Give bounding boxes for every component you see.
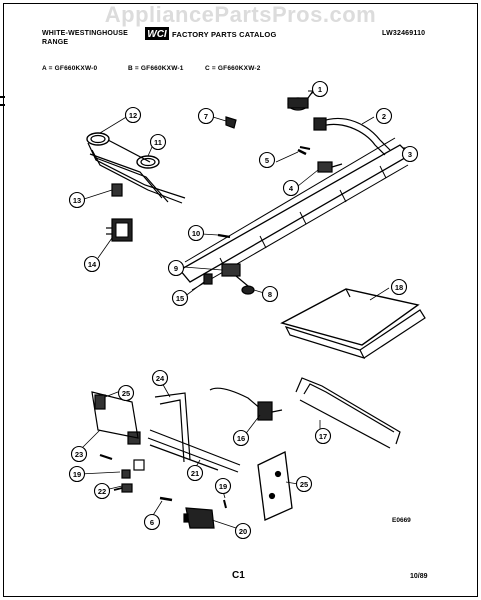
callout-circle [93,482,111,500]
callout-number: 5 [265,156,269,165]
callout-circle [311,80,329,98]
callout-circle [187,224,205,242]
bake-burner-assembly [91,391,241,473]
valve-rail [179,137,415,291]
callout-circle [151,369,169,387]
callout-circle [124,106,142,124]
callout-circle [282,179,300,197]
callout-number: 1 [318,85,322,94]
broiler-pan [280,288,426,359]
bracket-part [111,183,123,197]
model-b: B = GF660KXW-1 [128,65,184,72]
brand-line-1: WHITE-WESTINGHOUSE [42,30,129,37]
screw-part [297,148,307,156]
model-a: A = GF660KXW-0 [42,65,98,72]
callout-number: 21 [191,469,199,478]
scan-mark [0,104,5,106]
clip-part [225,116,237,129]
callout-circle [143,513,161,531]
revision-date: 10/89 [410,573,428,580]
manifold-pipe [313,117,391,156]
callout-circle [186,464,204,482]
callout-circle [261,285,279,303]
callout-circle [375,107,393,125]
regulator-part [299,146,343,173]
callout-number: 14 [88,260,97,269]
small-hardware [99,453,145,493]
callout-number: 24 [156,374,165,383]
callout-number: 25 [300,480,308,489]
model-c: C = GF660KXW-2 [205,65,261,72]
callout-number: 8 [268,290,272,299]
callout-number: 20 [239,527,247,536]
callout-number: 12 [129,111,137,120]
callout-number: 4 [289,184,294,193]
broil-burner-assembly [209,377,401,449]
callout-circle [295,475,313,493]
callout-circle [390,278,408,296]
callout-number: 7 [204,112,208,121]
scan-mark [0,96,5,98]
logo-text: WCI [147,29,167,40]
callout-number: 19 [73,470,81,479]
callout-number: 2 [382,112,386,121]
callout-circle [258,151,276,169]
callout-number: 10 [192,229,200,238]
callout-number: 9 [174,264,178,273]
callout-circle [234,522,252,540]
callout-circle [232,429,250,447]
callout-number: 16 [237,434,245,443]
valve-part [287,90,316,111]
callout-number: 13 [73,196,81,205]
callout-circle [167,259,185,277]
callout-circle [171,289,189,307]
callout-circle [314,427,332,445]
screw-part [217,233,231,239]
callout-circle [214,477,232,495]
callout-circle [83,255,101,273]
catalog-title: FACTORY PARTS CATALOG [172,30,277,39]
callout-number: 18 [395,283,403,292]
callout-circle [68,465,86,483]
callout-number: 22 [98,487,106,496]
callout-circle [68,191,86,209]
watermark: AppliancePartsPros.com [104,2,377,27]
callout-circle [197,107,215,125]
figure-code: E0669 [392,517,411,524]
ignitor-part [106,218,133,242]
callout-number: 17 [319,432,327,441]
lower-valve-hardware [159,496,227,529]
callout-circle [117,384,135,402]
callout-number: 23 [75,450,83,459]
doc-number: LW32469110 [382,30,426,37]
callout-number: 15 [176,294,184,303]
callout-number: 25 [122,389,130,398]
page-border [3,3,478,597]
callout-circle [70,445,88,463]
callout-number: 6 [150,518,154,527]
bracket-plate [257,451,293,521]
callout-circle [401,145,419,163]
callout-circle [149,133,167,151]
wci-logo: WCI [145,27,169,40]
valve-cluster [203,263,255,295]
page-label: C1 [232,570,245,581]
brand-line-2: RANGE [42,39,69,46]
callout-number: 11 [154,138,162,147]
callout-number: 19 [219,482,227,491]
callout-number: 3 [408,150,412,159]
top-burner-assembly [86,132,186,204]
